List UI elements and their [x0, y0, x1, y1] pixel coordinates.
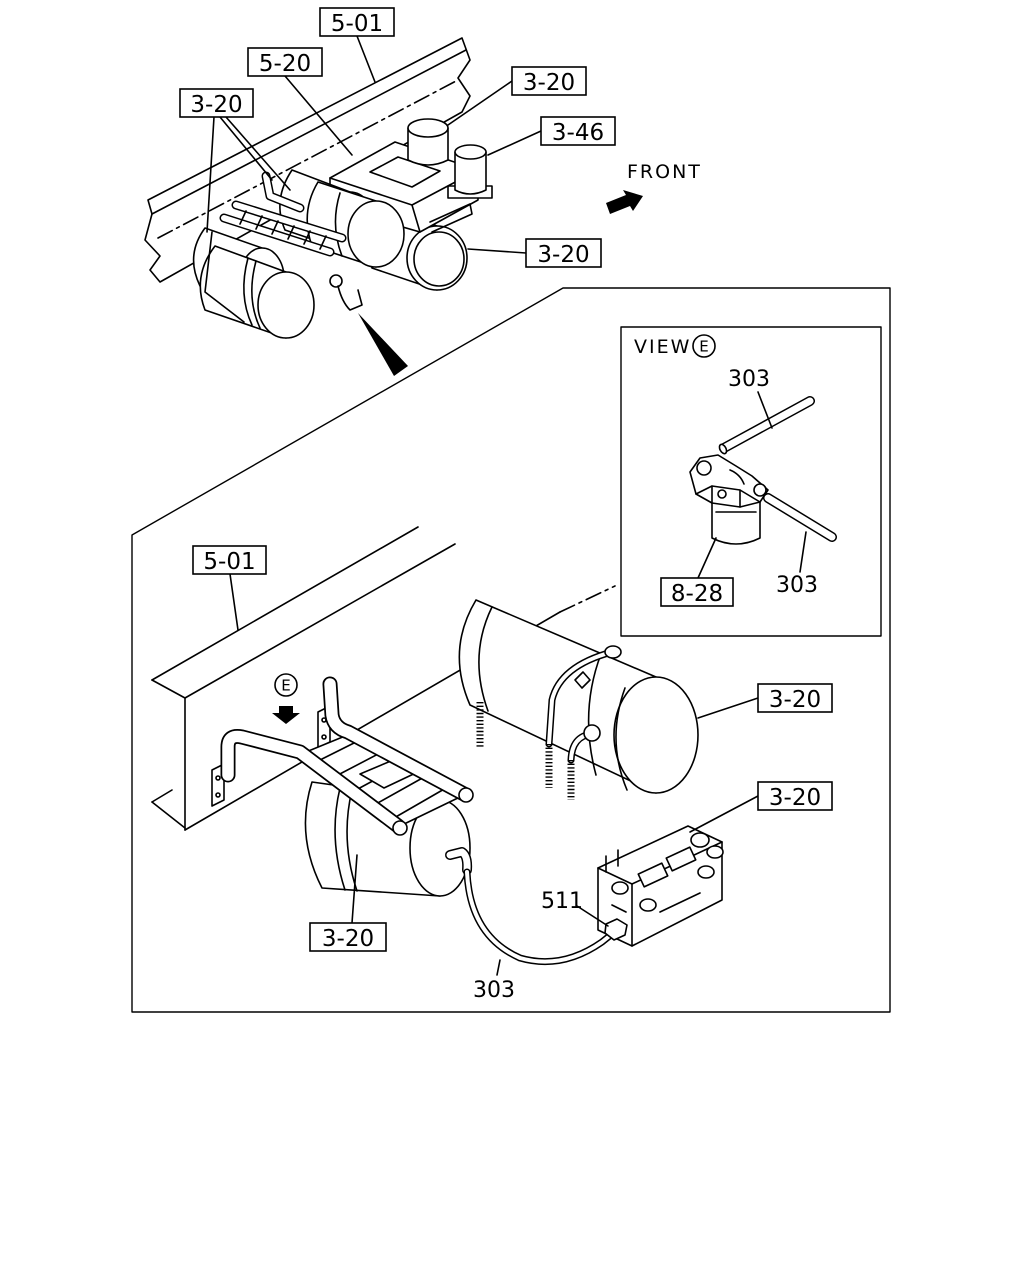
callout-upper-tank-overview: 3-20: [511, 66, 587, 96]
callout-text: 8-28: [671, 581, 723, 607]
upper-pipe-view-e: [718, 396, 815, 455]
callout-right-tank-overview: 3-20: [525, 238, 602, 268]
callout-text: 3-20: [769, 687, 821, 713]
filter-view-e: [689, 454, 769, 545]
frame-rail-detail: [151, 526, 616, 831]
view-marker-letter: E: [281, 677, 290, 695]
overview-leader-lines: [206, 35, 542, 254]
callout-valve-block-detail: 3-20: [757, 781, 833, 811]
valve-block-detail: [597, 825, 724, 947]
view-e-border: [620, 326, 882, 637]
callout-text: 3-20: [769, 785, 821, 811]
front-indicator: FRONT: [606, 161, 702, 214]
detail-leader-lines: [229, 573, 759, 976]
callout-text: 3-20: [537, 242, 589, 268]
large-air-tank-detail: [458, 599, 699, 800]
tank-ladder-overview: [219, 171, 347, 257]
callout-text: 5-01: [331, 11, 383, 37]
callout-rail-detail: 5-01: [192, 545, 267, 575]
part-number-pipe: 303: [473, 978, 515, 1003]
callout-text: 3-46: [552, 120, 604, 146]
callout-small-tank-detail: 3-20: [309, 922, 387, 952]
view-e-letter: E: [699, 338, 708, 356]
part-number-pipe-lower: 303: [776, 573, 818, 598]
fitting: [604, 918, 628, 941]
callout-tank-bracket-overview: 5-20: [247, 47, 323, 77]
lower-pipe-view-e: [763, 493, 837, 542]
air-dryer-overview: [447, 144, 493, 199]
callout-filter-view-e: 8-28: [660, 577, 734, 607]
left-tanks-overview: [192, 227, 315, 339]
callout-text: 3-20: [190, 92, 242, 118]
detail-panel: E 5-01 3-20 3-20 3-20 511: [131, 287, 891, 1013]
tank-bracket-detail: [211, 676, 474, 836]
upper-tank-overview: [407, 118, 449, 166]
view-e-marker: E: [272, 673, 300, 724]
wedge-pointer-icon: [358, 313, 408, 376]
part-number-pipe-upper: 303: [728, 367, 770, 392]
callout-text: 5-20: [259, 51, 311, 77]
drain-pipe-overview: [329, 274, 363, 311]
callout-text: 3-20: [523, 70, 575, 96]
arrow-up-right-icon: [606, 190, 643, 214]
arrow-down-icon: [272, 706, 300, 724]
callout-left-tanks-overview: 3-20: [179, 88, 254, 118]
part-number-fitting: 511: [541, 889, 583, 914]
view-e-leader-lines: [697, 391, 807, 579]
callout-large-tank-detail: 3-20: [757, 683, 833, 713]
view-e-inset: VIEW E: [620, 326, 882, 637]
callout-text: 3-20: [322, 926, 374, 952]
front-label: FRONT: [627, 161, 702, 183]
detail-panel-border: [131, 287, 891, 1013]
air-pipe-detail: [463, 868, 628, 966]
callout-rail-overview: 5-01: [319, 7, 395, 37]
view-title: VIEW: [634, 336, 691, 358]
callout-text: 5-01: [203, 549, 255, 575]
overview-illustration: 5-01 5-20 3-20 3-20 3-46 3-20 FRONT: [144, 7, 702, 376]
callout-dryer-overview: 3-46: [540, 116, 616, 146]
